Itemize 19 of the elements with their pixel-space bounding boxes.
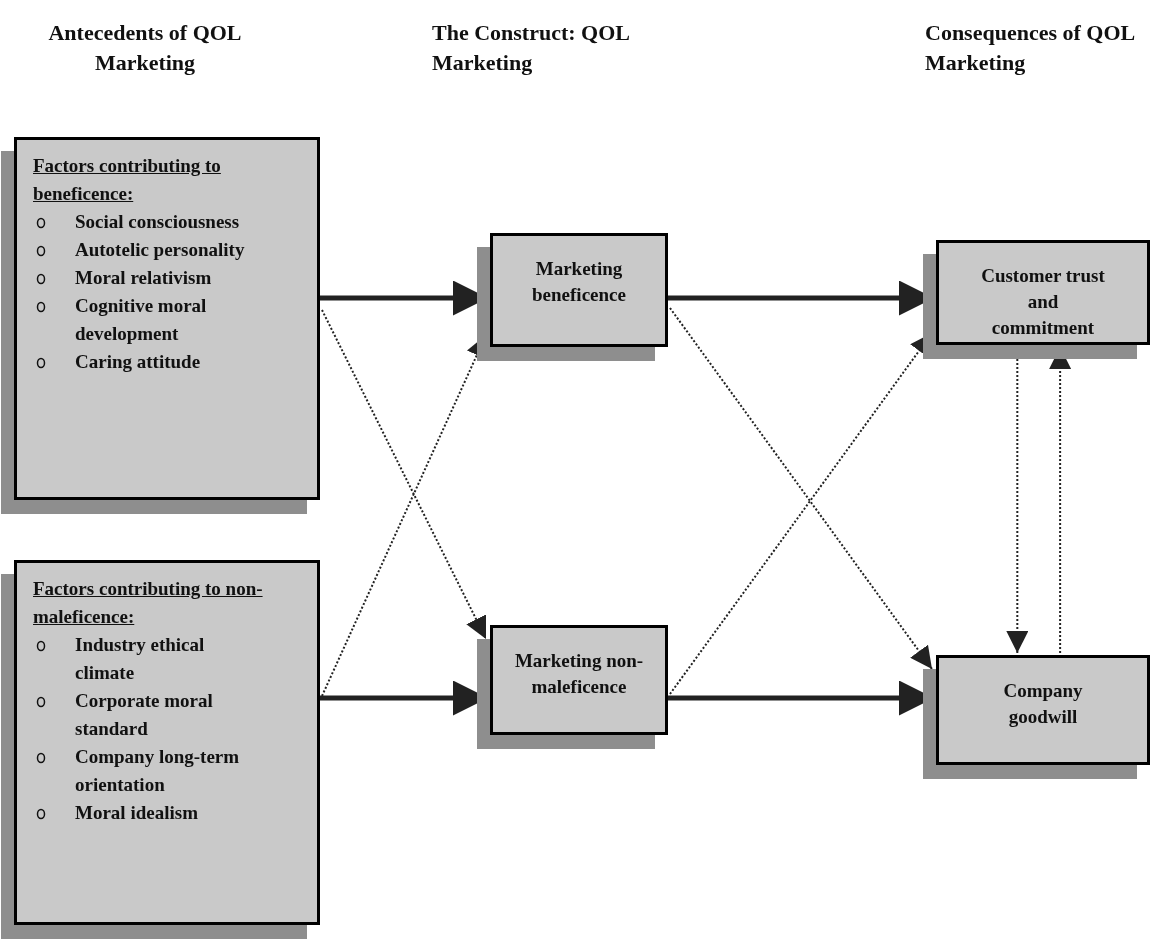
list-item: Industry ethical climate <box>75 633 206 685</box>
column-heading: The Construct: QOL Marketing <box>432 19 630 77</box>
column-heading: Antecedents of QOL Marketing <box>47 19 243 77</box>
list-item: Corporate moral standard <box>75 689 214 741</box>
list-item: Social consciousness <box>75 210 241 234</box>
list-item: Company long-term orientation <box>75 745 241 797</box>
box-label: Company goodwill <box>1002 679 1084 729</box>
list-item: Moral idealism <box>75 801 199 825</box>
box-label: Customer trust and commitment <box>980 264 1106 340</box>
list-item: Autotelic personality <box>75 238 246 262</box>
list-item: Cognitive moral development <box>75 294 208 346</box>
box-heading: Factors contributing to non-maleficence: <box>33 577 264 629</box>
list-item: Caring attitude <box>75 350 202 374</box>
dotted-arrow <box>321 309 487 640</box>
list-item: Moral relativism <box>75 266 213 290</box>
column-heading: Consequences of QOL Marketing <box>925 19 1136 77</box>
box-heading: Factors contributing to beneficence: <box>33 154 222 206</box>
box-label: Marketing non-maleficence <box>514 649 644 699</box>
box-label: Marketing beneficence <box>531 257 627 307</box>
